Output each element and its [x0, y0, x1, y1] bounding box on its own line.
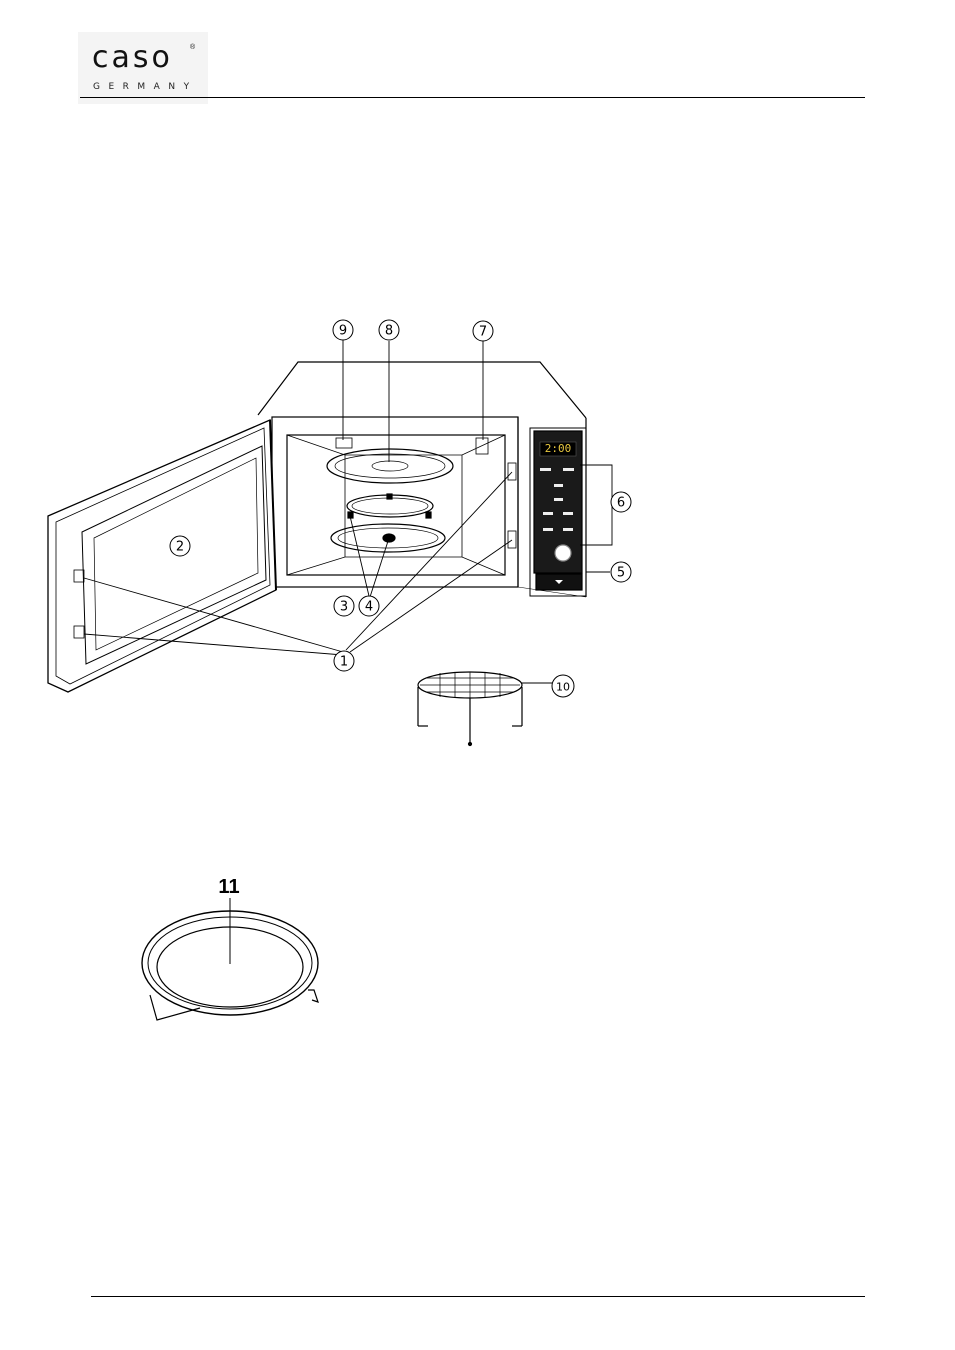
door-latch-hole-lower: [508, 531, 516, 548]
roller-ring: [347, 494, 433, 518]
callout-10: 10: [556, 681, 570, 694]
turntable-coupler: [331, 524, 445, 552]
callout-5: 5: [617, 566, 625, 581]
callout-4: 4: [365, 600, 373, 615]
oven-door: [48, 420, 276, 692]
callout-7: 7: [479, 325, 487, 340]
control-dial: [555, 545, 571, 561]
callout-3: 3: [340, 600, 348, 615]
callout-9: 9: [339, 324, 347, 339]
callout-1: 1: [340, 655, 348, 670]
grill-rack: [418, 672, 522, 746]
callout-6: 6: [617, 496, 625, 511]
roller-ring-part-11: [142, 898, 318, 1020]
part-11-label: 11: [218, 876, 239, 898]
callout-2: 2: [176, 540, 184, 555]
callout-8: 8: [385, 324, 393, 339]
footer-rule: [91, 1296, 865, 1297]
door-latch-hole-upper: [508, 463, 516, 480]
display-readout: 2:00: [545, 442, 572, 455]
glass-tray: [327, 449, 453, 483]
waveguide-cover: [336, 438, 352, 448]
